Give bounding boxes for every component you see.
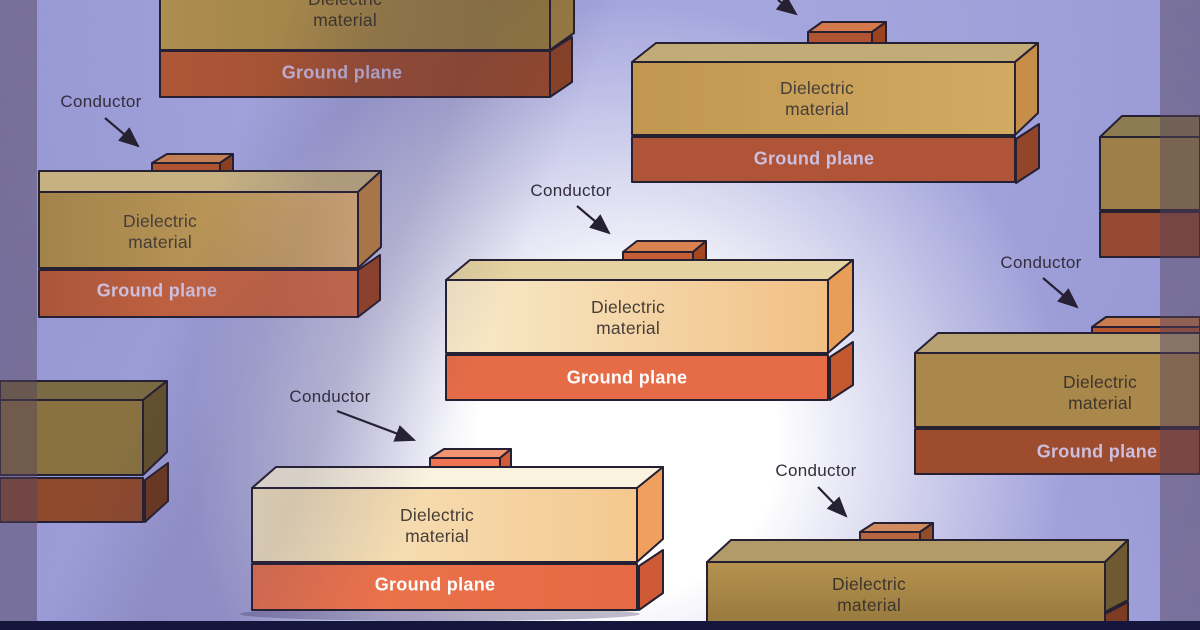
- conductor-label: Conductor: [775, 461, 857, 480]
- dielectric-top-face: [706, 539, 1129, 563]
- ground-plane-label: Ground plane: [96, 280, 218, 301]
- dielectric-label: Dielectric material: [308, 0, 382, 30]
- conductor-arrow: [576, 205, 611, 235]
- left-edge-strip: [0, 0, 37, 630]
- ground-plane-label: Ground plane: [281, 62, 403, 83]
- dielectric-face: [914, 352, 1200, 428]
- ground-face: [1099, 211, 1200, 258]
- dielectric-side-face: [549, 0, 575, 51]
- conductor-arrow: [1042, 277, 1079, 309]
- dielectric-face: [251, 487, 638, 563]
- dielectric-face: [38, 191, 359, 269]
- block-top-right: [631, 0, 1040, 184]
- ground-face: [914, 428, 1200, 475]
- ground-face: [159, 50, 551, 98]
- ground-plane-label: Ground plane: [374, 574, 496, 595]
- ground-face: [38, 269, 359, 318]
- dielectric-face: [1099, 136, 1200, 211]
- dielectric-top-face: [631, 42, 1039, 63]
- block-bottom-center: [240, 409, 664, 621]
- conductor-arrow: [336, 409, 417, 442]
- ground-face: [0, 477, 144, 523]
- dielectric-label: Dielectric material: [832, 574, 906, 615]
- dielectric-face: [706, 561, 1106, 630]
- block-right: [914, 277, 1200, 475]
- dielectric-face: [445, 279, 829, 354]
- ground-face: [631, 136, 1016, 183]
- dielectric-label: Dielectric material: [780, 78, 854, 119]
- dielectric-label: Dielectric material: [123, 211, 197, 252]
- ground-plane-label: Ground plane: [566, 367, 688, 388]
- ground-face: [251, 563, 638, 611]
- block-left: [38, 117, 382, 318]
- ground-side-face: [829, 341, 854, 401]
- conductor-arrow: [817, 486, 848, 518]
- dielectric-top-face: [445, 259, 854, 281]
- ground-side-face: [638, 549, 664, 611]
- dielectric-top-face: [914, 332, 1200, 354]
- conductor-label: Conductor: [1000, 253, 1082, 272]
- dielectric-top-face: [251, 466, 664, 489]
- conductor-arrow: [104, 117, 140, 148]
- block-bottom-right: [706, 486, 1129, 630]
- ground-plane-label: Ground plane: [753, 148, 875, 169]
- block-left-edge-lower: [0, 380, 169, 523]
- ground-side-face: [1015, 123, 1040, 184]
- conductor-label: Conductor: [289, 387, 371, 406]
- conductor-arrow: [775, 0, 798, 16]
- dielectric-label: Dielectric material: [1063, 372, 1137, 413]
- block-middle: [445, 205, 854, 401]
- dielectric-label: Dielectric material: [591, 297, 665, 338]
- block-top-left: [159, 0, 575, 98]
- ground-plane-label: Ground plane: [1036, 441, 1158, 462]
- conductor-label: Conductor: [530, 181, 612, 200]
- block-right-edge-upper: [1099, 115, 1200, 258]
- conductor-top-face: [429, 448, 512, 459]
- bottom-navy-bar: [0, 621, 1200, 630]
- dielectric-top-face: [38, 170, 382, 193]
- ground-face: [445, 354, 829, 401]
- dielectric-face: [0, 399, 144, 476]
- ground-side-face: [144, 462, 169, 523]
- dielectric-face: [631, 61, 1016, 136]
- dielectric-label: Dielectric material: [400, 505, 474, 546]
- right-edge-strip: [1160, 0, 1200, 630]
- conductor-label: Conductor: [60, 92, 142, 111]
